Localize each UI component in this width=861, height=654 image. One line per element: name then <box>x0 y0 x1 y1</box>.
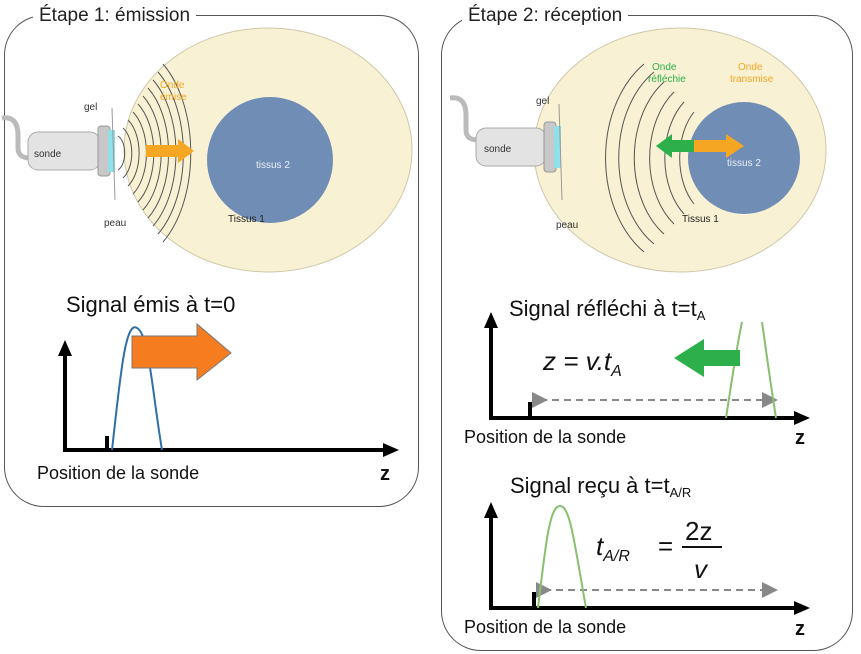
transmitted-arrow <box>694 134 744 158</box>
gel-label: gel <box>536 96 549 107</box>
signal1-axis-label: Position de la sonde <box>464 427 626 447</box>
received-wave-arcs <box>605 63 695 253</box>
transmitted-wave-label-1: Onde <box>738 62 763 73</box>
transmitted-wave-label-2: transmise <box>730 74 774 85</box>
tissue2-region <box>688 102 800 214</box>
probe-cable <box>1 115 31 161</box>
step1-axis-z: z <box>380 463 390 485</box>
skin-label: peau <box>104 218 126 229</box>
emitted-arrow <box>146 139 194 163</box>
tissue2-label: tissus 2 <box>727 158 761 169</box>
probe-cable <box>449 95 479 143</box>
signal-arrow <box>131 322 232 382</box>
step1-illustration <box>1 27 413 273</box>
step2-signal1-plot <box>484 312 810 425</box>
signal1-title: Signal réfléchi à t=tA <box>509 296 706 323</box>
return-arrow <box>674 339 740 377</box>
signal2-equation-lhs: tA/R <box>596 531 630 565</box>
tissue2-label: tissus 2 <box>256 160 290 171</box>
reflected-pulse <box>725 321 777 419</box>
reflected-arrow <box>656 134 697 158</box>
signal1-equation: z = v.tA <box>542 346 622 380</box>
reflected-wave-label-1: Onde <box>652 62 677 73</box>
gel-layer <box>554 126 561 168</box>
tissue2-region <box>207 97 333 223</box>
signal2-equation-numerator: 2z <box>685 516 712 546</box>
panel-step1-title: Étape 1: émission <box>33 5 197 27</box>
reflected-wave-label-2: réfléchie <box>648 74 686 85</box>
panel-step2-title: Étape 2: réception <box>462 5 629 27</box>
emitted-wave-label-1: Onde <box>160 80 185 91</box>
step2-illustration <box>449 27 827 273</box>
emitted-pulse <box>111 326 163 451</box>
received-pulse <box>537 504 587 609</box>
signal2-title: Signal reçu à t=tA/R <box>510 473 691 500</box>
skin-label: peau <box>556 220 578 231</box>
gel-layer <box>108 130 115 172</box>
skin-line <box>558 103 563 201</box>
signal2-axis-z: z <box>795 618 805 640</box>
step1-signal-title: Signal émis à t=0 <box>66 292 235 317</box>
emitted-wave-label-2: émise <box>160 92 187 103</box>
step2-signal2-plot <box>484 502 810 615</box>
tissue1-label: Tissus 1 <box>228 214 265 225</box>
panel-step2-border <box>441 15 853 651</box>
gel-label: gel <box>84 102 97 113</box>
tissue1-label: Tissus 1 <box>682 214 719 225</box>
signal2-equation-denominator: v <box>694 554 709 584</box>
probe-label: sonde <box>484 144 512 155</box>
step1-signal-plot <box>58 322 399 457</box>
step1-axis-label: Position de la sonde <box>37 463 199 483</box>
panel-step1-border <box>4 15 419 507</box>
signal2-equation-equals: = <box>658 531 673 561</box>
signal1-axis-z: z <box>795 427 805 449</box>
skin-line <box>111 107 116 201</box>
probe-label: sonde <box>34 149 62 160</box>
signal2-axis-label: Position de la sonde <box>464 617 626 637</box>
